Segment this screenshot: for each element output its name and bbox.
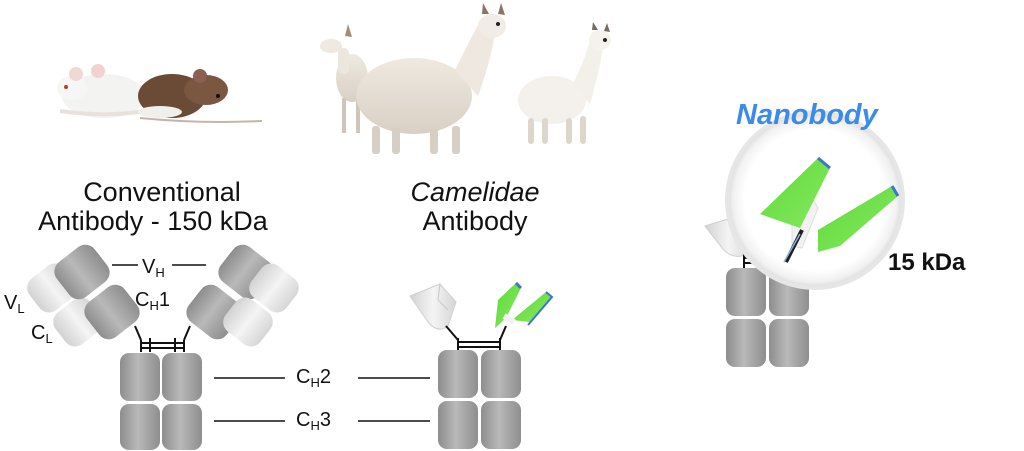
nanobody-illustration [704,110,905,367]
large-llama-icon [356,3,506,154]
ch3-label: CH3 [296,409,331,433]
heavy-chain-left-fab [54,244,140,340]
white-mouse-icon [57,64,151,118]
light-chain-right [223,263,299,347]
camelid-hinge [445,325,507,350]
camelidae-title-line-1: Camelidae [410,177,540,207]
ch2-label: CH2 [296,366,331,390]
ch1-label: CH1 [135,289,170,313]
cl-label: CL [31,322,53,346]
vhh-right-green [495,281,554,328]
conventional-title-line-2: Antibody - 150 kDa [38,206,268,236]
white-llama-icon [518,22,611,144]
camelid-fc-region [438,350,521,449]
vl-label: VL [4,292,25,316]
nanobody-size-label: 15 kDa [888,249,966,276]
conventional-antibody [27,244,430,450]
brown-mouse-icon [138,69,263,123]
fc-region [120,353,202,450]
camelidae-title-line-2: Antibody [422,206,528,236]
hinge-region [134,325,191,352]
small-llama-icon [320,24,368,133]
nanobody-title: Nanobody [736,99,878,131]
magnifier-lens [725,110,905,290]
camelidae-antibody [409,281,554,449]
vh-label: VH [142,256,165,280]
conventional-title-line-1: Conventional [83,177,241,207]
vhh-left-white [409,283,457,330]
